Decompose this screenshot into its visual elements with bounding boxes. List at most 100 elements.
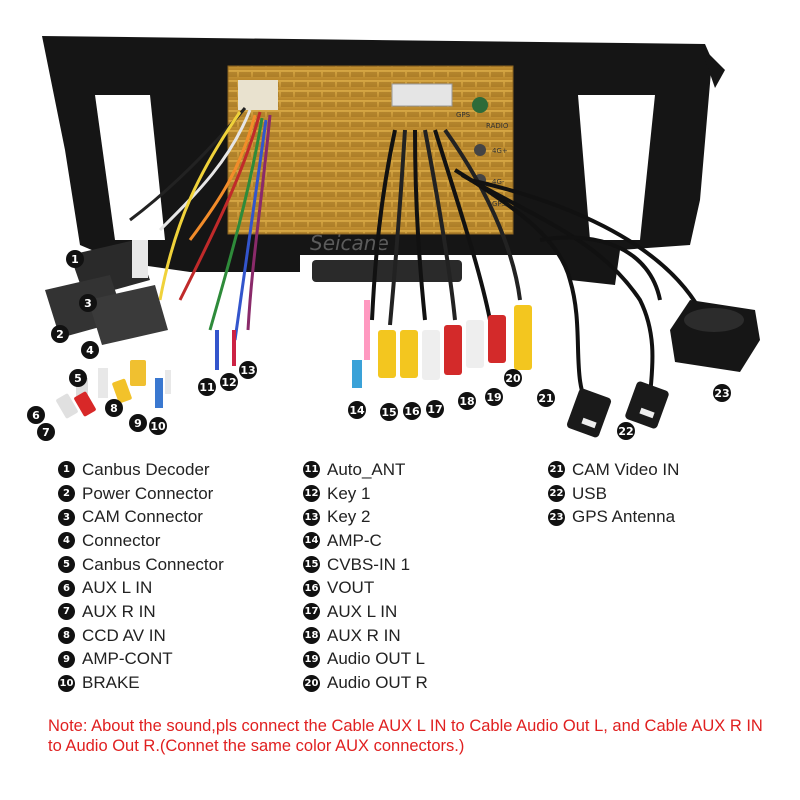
svg-text:20: 20 bbox=[505, 372, 521, 385]
legend-item: 5 Canbus Connector bbox=[58, 553, 224, 577]
legend-number: 20 bbox=[303, 674, 320, 692]
legend-number: 18 bbox=[303, 627, 320, 645]
callout-10: 10 bbox=[149, 417, 167, 435]
legend-number: 4 bbox=[58, 532, 75, 550]
legend-number: 13 bbox=[303, 508, 320, 526]
svg-text:8: 8 bbox=[110, 402, 118, 415]
svg-text:11: 11 bbox=[199, 381, 214, 394]
callout-15: 15 bbox=[380, 403, 398, 421]
callout-6: 6 bbox=[27, 406, 45, 424]
callout-18: 18 bbox=[458, 392, 476, 410]
legend-label: AUX R IN bbox=[327, 625, 401, 645]
legend-number: 2 bbox=[58, 485, 75, 503]
radio-port-label: RADIO bbox=[486, 122, 509, 130]
legend-item: 23 GPS Antenna bbox=[548, 505, 679, 529]
callout-20: 20 bbox=[504, 369, 522, 387]
legend-column-1: 1 Canbus Decoder 2 Power Connector 3 CAM Co… bbox=[58, 458, 224, 695]
callout-17: 17 bbox=[426, 400, 444, 418]
svg-text:10: 10 bbox=[150, 420, 166, 433]
callout-4: 4 bbox=[81, 341, 99, 359]
legend-item: 2 Power Connector bbox=[58, 482, 224, 506]
legend-label: Power Connector bbox=[82, 483, 214, 503]
legend-number: 5 bbox=[58, 556, 75, 574]
callout-13: 13 bbox=[239, 361, 257, 379]
legend-label: CAM Connector bbox=[82, 507, 203, 527]
callout-2: 2 bbox=[51, 325, 69, 343]
legend-label: AMP-CONT bbox=[82, 649, 173, 669]
usb-connectors bbox=[566, 381, 669, 438]
legend-label: BRAKE bbox=[82, 673, 140, 693]
callout-1: 1 bbox=[66, 250, 84, 268]
legend-item: 21 CAM Video IN bbox=[548, 458, 679, 482]
left-wire-harness bbox=[129, 107, 272, 341]
legend-number: 3 bbox=[58, 508, 75, 526]
legend-label: Canbus Connector bbox=[82, 554, 224, 574]
callout-11: 11 bbox=[198, 378, 216, 396]
svg-text:22: 22 bbox=[618, 425, 633, 438]
legend-number: 8 bbox=[58, 627, 75, 645]
legend-number: 17 bbox=[303, 603, 320, 621]
callout-5: 5 bbox=[69, 369, 87, 387]
callout-12: 12 bbox=[220, 373, 238, 391]
legend-number: 14 bbox=[303, 532, 320, 550]
legend-item: 10 BRAKE bbox=[58, 671, 224, 695]
callout-19: 19 bbox=[485, 388, 503, 406]
legend-number: 1 bbox=[58, 461, 75, 479]
svg-text:15: 15 bbox=[381, 406, 396, 419]
legend-number: 9 bbox=[58, 650, 75, 668]
legend-label: AUX R IN bbox=[82, 601, 156, 621]
svg-text:23: 23 bbox=[714, 387, 729, 400]
callout-22: 22 bbox=[617, 422, 635, 440]
svg-text:16: 16 bbox=[404, 405, 420, 418]
right-cables bbox=[453, 168, 702, 412]
legend-number: 21 bbox=[548, 461, 565, 479]
legend-label: CAM Video IN bbox=[572, 459, 680, 479]
svg-text:17: 17 bbox=[427, 403, 442, 416]
svg-text:21: 21 bbox=[538, 392, 553, 405]
svg-text:18: 18 bbox=[459, 395, 474, 408]
callout-7: 7 bbox=[37, 423, 55, 441]
legend-number: 12 bbox=[303, 485, 320, 503]
legend-item: 3 CAM Connector bbox=[58, 505, 224, 529]
legend-label: USB bbox=[572, 483, 607, 503]
legend-item: 1 Canbus Decoder bbox=[58, 458, 224, 482]
center-wires bbox=[370, 128, 522, 326]
svg-text:7: 7 bbox=[42, 426, 50, 439]
legend-label: VOUT bbox=[327, 578, 375, 598]
legend-number: 10 bbox=[58, 674, 75, 692]
legend-label: CVBS-IN 1 bbox=[327, 554, 411, 574]
legend-label: AUX L IN bbox=[82, 578, 153, 598]
legend-label: Connector bbox=[82, 530, 161, 550]
legend-label: GPS Antenna bbox=[572, 507, 676, 527]
legend-label: Canbus Decoder bbox=[82, 459, 210, 479]
callout-16: 16 bbox=[403, 402, 421, 420]
callout-21: 21 bbox=[537, 389, 555, 407]
svg-text:13: 13 bbox=[240, 364, 255, 377]
gps2-port-label: GPS bbox=[492, 200, 507, 208]
legend-number: 23 bbox=[548, 508, 565, 526]
legend-number: 15 bbox=[303, 556, 320, 574]
legend-item: 15 CVBS-IN 1 bbox=[303, 553, 428, 577]
callout-23: 23 bbox=[713, 384, 731, 402]
svg-text:1: 1 bbox=[71, 253, 79, 266]
legend-label: Auto_ANT bbox=[327, 459, 406, 479]
jack1-label: 4G+ bbox=[492, 147, 508, 155]
legend-number: 19 bbox=[303, 650, 320, 668]
jack2-label: 4G- bbox=[492, 178, 505, 186]
legend-item: 9 AMP-CONT bbox=[58, 648, 224, 672]
left-rca-connectors bbox=[56, 330, 236, 419]
callout-8: 8 bbox=[105, 399, 123, 417]
legend-item: 18 AUX R IN bbox=[303, 624, 428, 648]
callout-14: 14 bbox=[348, 401, 366, 419]
svg-text:4: 4 bbox=[86, 344, 94, 357]
